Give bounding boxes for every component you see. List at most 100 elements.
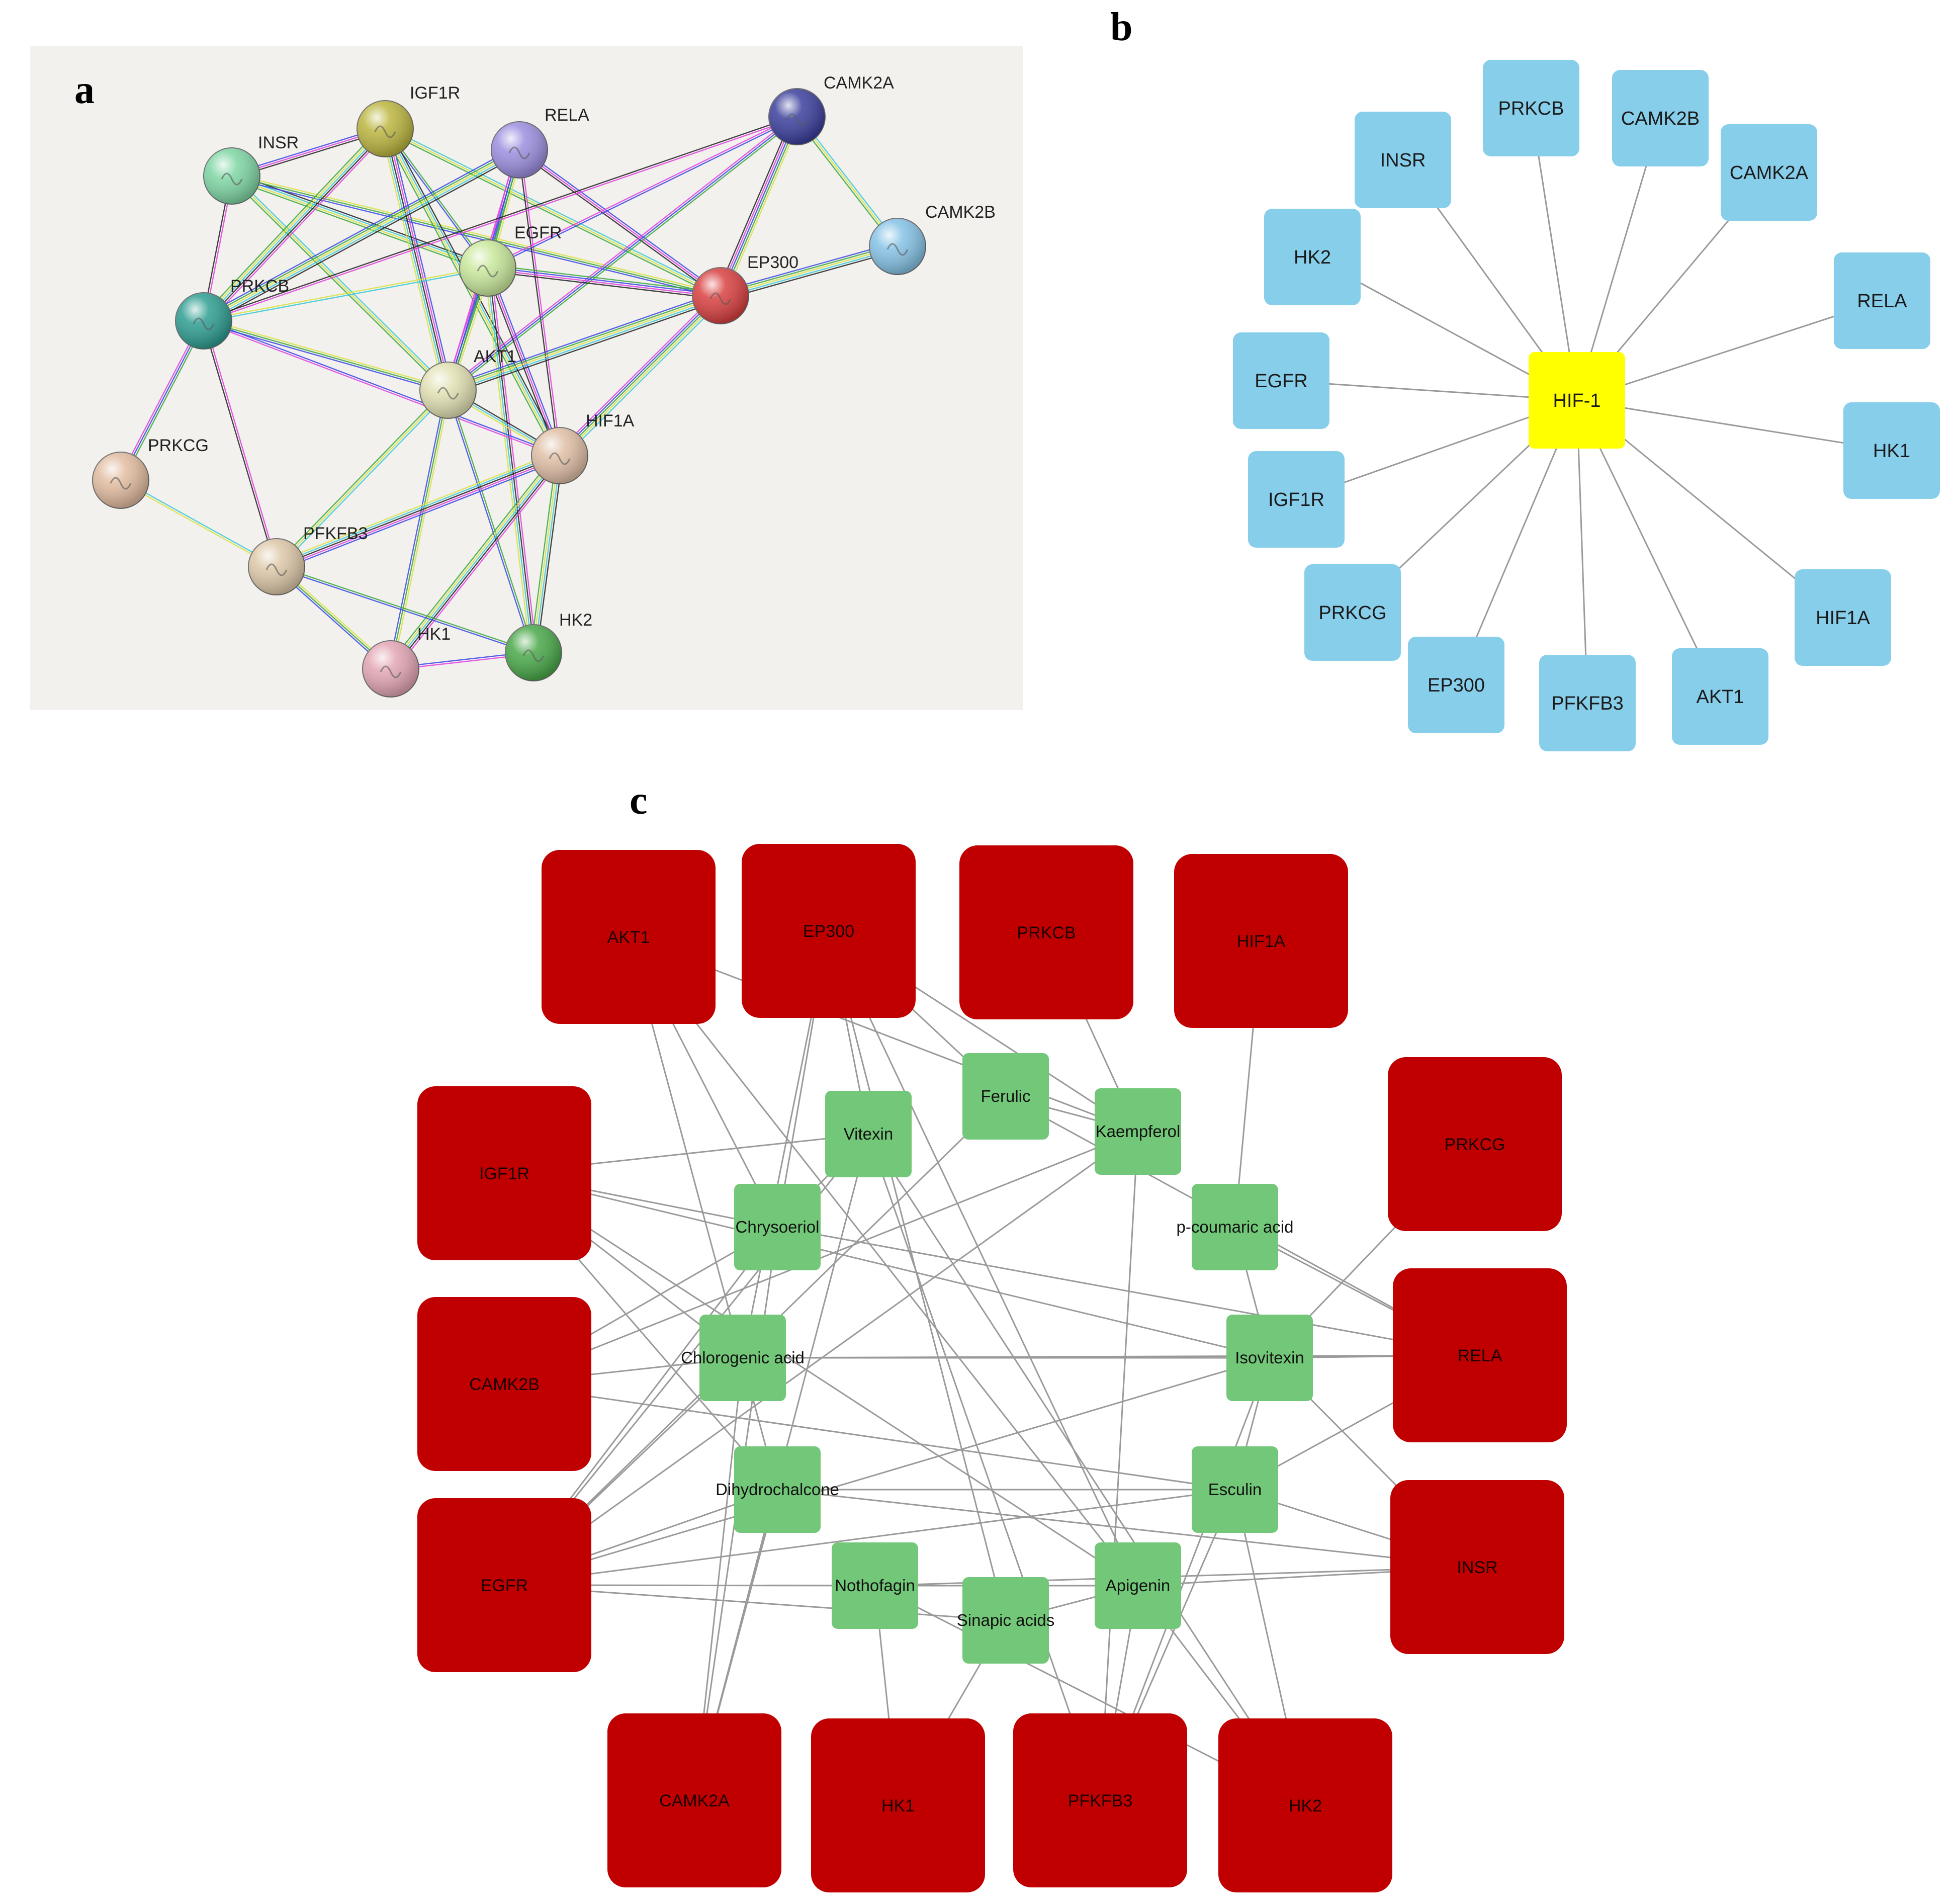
hif1-node-label: CAMK2A — [1730, 162, 1809, 184]
network-edge-pfkfb3-kaempferol — [1099, 1131, 1139, 1801]
string-node-hif1a[interactable]: HIF1A — [531, 411, 635, 484]
hif1-node-hif1a[interactable]: HIF1A — [1795, 569, 1891, 666]
string-node-prkcg[interactable]: PRKCG — [92, 436, 209, 509]
string-node-label: IGF1R — [410, 83, 460, 103]
compound-node-label: Ferulic — [981, 1087, 1030, 1105]
target-node-insr[interactable]: INSR — [1390, 1480, 1564, 1654]
string-edge-insr-ep300 — [231, 173, 722, 299]
target-node-egfr[interactable]: EGFR — [417, 1498, 591, 1672]
target-node-label: RELA — [1458, 1346, 1502, 1365]
hif1-node-label: HK2 — [1294, 247, 1331, 268]
target-node-akt1[interactable]: AKT1 — [542, 850, 716, 1024]
compound-node-p-coumaric-acid[interactable]: p-coumaric acid — [1177, 1184, 1294, 1270]
network-edge-igf1r-apigenin — [504, 1172, 1138, 1587]
string-edge-prkcb-prkcg — [118, 319, 206, 482]
target-node-prkcg[interactable]: PRKCG — [1388, 1057, 1562, 1231]
string-edge-hif1a-pfkfb3 — [275, 451, 562, 571]
compound-node-dihydrochalcone[interactable]: Dihydrochalcone — [716, 1446, 839, 1533]
hif1-node-prkcg[interactable]: PRKCG — [1304, 564, 1401, 661]
string-node-egfr[interactable]: EGFR — [459, 223, 562, 297]
compound-node-label: Nothofagin — [835, 1576, 915, 1595]
panel-b-hif1-network: b PRKCB CAMK2B INSR CAMK2A HK2 RELA EGFR HK1IGF… — [1110, 5, 1940, 751]
target-node-pfkfb3[interactable]: PFKFB3 — [1013, 1713, 1187, 1887]
hif1-node-igf1r[interactable]: IGF1R — [1248, 451, 1345, 548]
target-node-label: EP300 — [803, 922, 854, 941]
compound-node-label: Chrysoeriol — [736, 1218, 820, 1236]
target-node-prkcb[interactable]: PRKCB — [959, 845, 1133, 1019]
hif1-node-rela[interactable]: RELA — [1834, 252, 1930, 349]
string-node-rela[interactable]: RELA — [491, 106, 589, 179]
compound-node-apigenin[interactable]: Apigenin — [1095, 1542, 1181, 1629]
panel-b-letter: b — [1110, 5, 1133, 49]
string-edge-rela-ep300 — [517, 147, 723, 298]
string-node-insr[interactable]: INSR — [203, 133, 299, 205]
hif1-node-label: PFKFB3 — [1551, 693, 1624, 714]
compound-node-chlorogenic-acid[interactable]: Chlorogenic acid — [681, 1315, 805, 1401]
hif1-node-label: EGFR — [1255, 371, 1308, 392]
hif1-node-prkcb[interactable]: PRKCB — [1483, 60, 1579, 156]
target-node-camk2a[interactable]: CAMK2A — [607, 1713, 781, 1887]
target-node-igf1r[interactable]: IGF1R — [417, 1086, 591, 1260]
hif1-node-label: CAMK2B — [1621, 108, 1700, 129]
string-node-label: HK1 — [417, 625, 451, 644]
string-node-prkcb[interactable]: PRKCB — [175, 277, 289, 350]
network-edge-hk2-vitexin — [867, 1134, 1306, 1806]
string-edge-hif1a-hk1 — [387, 453, 564, 672]
string-node-igf1r[interactable]: IGF1R — [357, 83, 460, 157]
hif1-node-pfkfb3[interactable]: PFKFB3 — [1539, 655, 1636, 751]
hif1-hub-node[interactable]: HIF-1 — [1529, 352, 1625, 449]
hif1-edge-prkcb — [1530, 108, 1578, 401]
hif1-edge-egfr — [1281, 380, 1577, 401]
string-edge-ep300-hif1a — [556, 292, 724, 459]
compound-node-kaempferol[interactable]: Kaempferol — [1095, 1088, 1181, 1175]
string-node-hk1[interactable]: HK1 — [362, 625, 451, 698]
hif1-node-label: IGF1R — [1268, 489, 1324, 510]
compound-node-isovitexin[interactable]: Isovitexin — [1226, 1315, 1313, 1401]
target-node-rela[interactable]: RELA — [1393, 1268, 1567, 1442]
string-edge-hif1a-hk2 — [529, 455, 564, 653]
network-edge-camk2b-kaempferol — [504, 1131, 1138, 1385]
compound-node-ferulic[interactable]: Ferulic — [962, 1053, 1049, 1140]
string-edge-camk2a-ep300 — [716, 115, 802, 298]
target-node-label: HK1 — [881, 1796, 915, 1815]
hif1-node-camk2a[interactable]: CAMK2A — [1721, 124, 1817, 221]
string-node-ep300[interactable]: EP300 — [692, 253, 798, 324]
target-node-hk1[interactable]: HK1 — [811, 1718, 985, 1892]
hif1-node-egfr[interactable]: EGFR — [1233, 332, 1329, 429]
network-edge-pfkfb3-vitexin — [867, 1134, 1101, 1801]
compound-node-sinapic-acids[interactable]: Sinapic acids — [957, 1577, 1054, 1664]
compound-node-esculin[interactable]: Esculin — [1192, 1446, 1278, 1533]
compound-node-chrysoeriol[interactable]: Chrysoeriol — [734, 1184, 821, 1270]
string-node-camk2a[interactable]: CAMK2A — [768, 73, 894, 145]
compound-node-nothofagin[interactable]: Nothofagin — [832, 1542, 918, 1629]
target-node-label: PRKCG — [1445, 1135, 1505, 1154]
panel-a-letter: a — [74, 68, 95, 112]
string-node-label: EGFR — [514, 223, 562, 242]
hif1-hub-label: HIF-1 — [1553, 390, 1601, 411]
hif1-node-ep300[interactable]: EP300 — [1408, 637, 1504, 733]
target-node-label: AKT1 — [607, 928, 650, 947]
string-node-label: PFKFB3 — [303, 524, 368, 543]
target-node-ep300[interactable]: EP300 — [742, 844, 916, 1018]
hif1-node-camk2b[interactable]: CAMK2B — [1612, 70, 1709, 166]
target-node-camk2b[interactable]: CAMK2B — [417, 1297, 591, 1471]
panel-a-string-network: a IGF1RRELACAMK2AINSRCAMK2BEGFREP300PRKC… — [30, 46, 1023, 710]
hif1-node-hk2[interactable]: HK2 — [1264, 209, 1361, 305]
string-node-akt1[interactable]: AKT1 — [419, 347, 516, 419]
string-node-hk2[interactable]: HK2 — [505, 611, 592, 681]
string-edge-egfr-prkcb — [203, 266, 488, 323]
hif1-node-hk1[interactable]: HK1 — [1843, 402, 1940, 499]
string-edge-prkcg-pfkfb3 — [120, 479, 278, 568]
string-node-camk2b[interactable]: CAMK2B — [869, 203, 996, 275]
string-node-label: RELA — [545, 106, 589, 125]
compound-node-vitexin[interactable]: Vitexin — [825, 1091, 912, 1177]
target-node-hk2[interactable]: HK2 — [1218, 1718, 1392, 1892]
hif1-edge-hk1 — [1576, 399, 1892, 452]
target-node-hif1a[interactable]: HIF1A — [1174, 854, 1348, 1028]
string-node-pfkfb3[interactable]: PFKFB3 — [248, 524, 368, 595]
hif1-node-insr[interactable]: INSR — [1355, 112, 1451, 208]
string-edge-igf1r-prkcb — [200, 125, 389, 324]
hif1-node-akt1[interactable]: AKT1 — [1672, 648, 1768, 745]
